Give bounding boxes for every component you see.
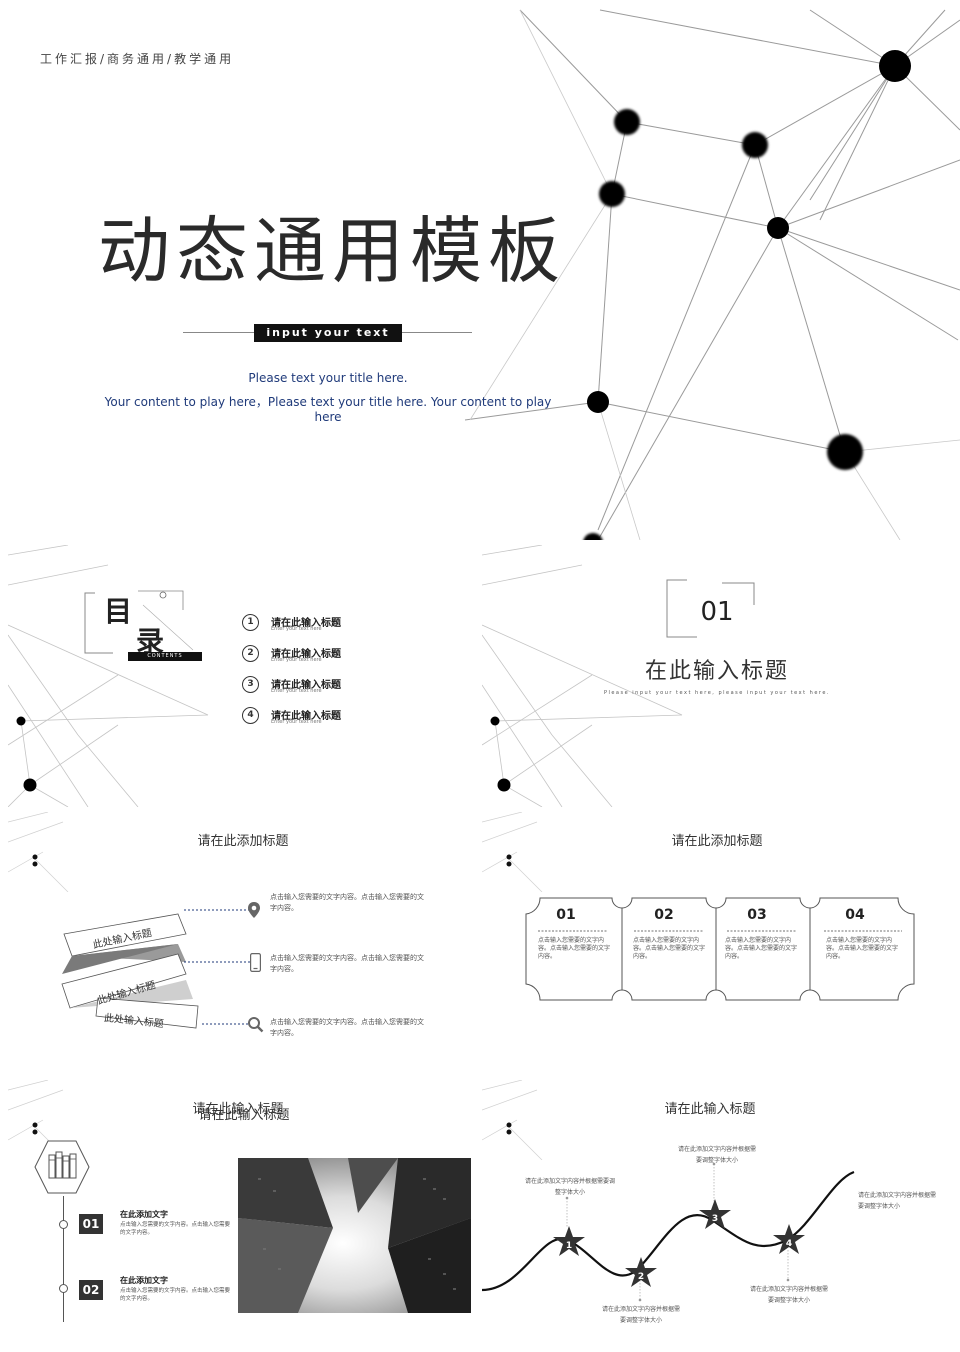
section-slide: 01 在此输入标题 Please input your text here, p… xyxy=(482,545,952,807)
books-hexagon-icon xyxy=(34,1140,90,1194)
search-icon xyxy=(248,1017,264,1033)
divider-right xyxy=(402,332,472,333)
star-1-icon xyxy=(553,1226,585,1256)
toc-number-1: 1 xyxy=(242,614,259,631)
ribbons-slide-title: 请在此添加标题 xyxy=(197,834,289,849)
toc-title-char-1: 目 xyxy=(104,595,133,628)
section-number: 01 xyxy=(700,597,734,627)
wave-slide: 请在此输入标题 1 2 3 xyxy=(482,1080,952,1342)
ribbon-connectors xyxy=(184,909,250,1025)
wave-note-1: 请在此添加文字内容并根据需要调整字体大小 xyxy=(524,1178,615,1196)
toc-label-1: 请在此输入标题 xyxy=(271,618,341,629)
toc-item-4[interactable]: 4 请在此输入标题 Enter your text here xyxy=(242,706,362,728)
toc-label-2: 请在此输入标题 xyxy=(271,649,341,660)
ribbons-slide: 请在此添加标题 此处输入标题 此处输入标题 此处输入标题 点击输入您需要的文字内… xyxy=(8,812,478,1074)
toc-label-4: 请在此输入标题 xyxy=(271,711,341,722)
toc-label-3: 请在此输入标题 xyxy=(271,680,341,691)
card-number-2: 02 xyxy=(654,907,674,923)
ribbons-slide-corner xyxy=(8,812,69,892)
divider-left xyxy=(183,332,255,333)
star-label-4: 4 xyxy=(785,1239,793,1249)
wave-graphic xyxy=(482,1162,855,1302)
cover-title: 动态通用模板 xyxy=(98,209,567,293)
timeline-badge-1: 01 xyxy=(79,1214,103,1234)
toc-number-4: 4 xyxy=(242,707,259,724)
timeline-line xyxy=(63,1196,64,1322)
card-number-1: 01 xyxy=(556,907,576,923)
cards-slide: 请在此添加标题 01 02 03 04 点击输入您需要的文字内容。点击输入您需要… xyxy=(482,812,952,1074)
toc-slide: 目 录 CONTENTS 1 请在此输入标题 Enter your text h… xyxy=(8,545,478,807)
ribbon-item-text-2: 点击输入您需要的文字内容。点击输入您需要的文字内容。 xyxy=(270,954,424,973)
timeline-text-2: 点击输入您需要的文字内容。点击输入您需要的文字内容。 xyxy=(120,1288,231,1302)
star-2-icon xyxy=(625,1257,657,1287)
star-4-icon xyxy=(773,1224,805,1254)
cards-slide-corner xyxy=(482,812,543,892)
cover-subtitle-2: Your content to play here，Please text yo… xyxy=(104,395,552,424)
wave-note-2: 请在此添加文字内容并根据需要调整字体大小 xyxy=(601,1306,680,1324)
timeline-badge-2: 02 xyxy=(79,1280,103,1300)
wave-slide-corner xyxy=(482,1080,543,1160)
photo-slide-title: 请在此输入标题 xyxy=(198,1108,290,1123)
timeline-heading-1: 在此添加文字 xyxy=(120,1210,168,1219)
cards-slide-title: 请在此添加标题 xyxy=(671,834,763,849)
ribbon-graphic xyxy=(61,913,199,1029)
cover-slide: 工作汇报/商务通用/教学通用 动态通用模板 input your text Pl… xyxy=(0,0,960,540)
toc-network-graphic xyxy=(8,545,209,807)
card-number-3: 03 xyxy=(747,907,767,923)
card-text-3: 点击输入您需要的文字内容。点击输入您需要的文字内容。 xyxy=(725,937,798,960)
network-graphic xyxy=(464,9,960,540)
cover-tagline: 工作汇报/商务通用/教学通用 xyxy=(40,52,235,66)
toc-sub-3: Enter your text here xyxy=(271,688,322,694)
location-pin-icon xyxy=(248,902,260,918)
section-network-graphic xyxy=(482,545,755,807)
card-text-1: 点击输入您需要的文字内容。点击输入您需要的文字内容。 xyxy=(538,937,611,960)
star-label-1: 1 xyxy=(565,1241,573,1251)
contents-label: CONTENTS xyxy=(128,652,202,661)
ribbon-item-text-3: 点击输入您需要的文字内容。点击输入您需要的文字内容。 xyxy=(270,1018,424,1037)
wave-note-3: 请在此添加文字内容并根据需要调整字体大小 xyxy=(677,1146,756,1164)
toc-title-frame xyxy=(84,590,194,654)
toc-item-3[interactable]: 3 请在此输入标题 Enter your text here xyxy=(242,675,362,697)
wave-slide-title: 请在此输入标题 xyxy=(664,1102,756,1117)
star-label-3: 3 xyxy=(711,1214,719,1224)
star-label-2: 2 xyxy=(637,1272,645,1282)
ticket-cards-outline xyxy=(525,897,915,1001)
toc-sub-2: Enter your text here xyxy=(271,657,322,663)
section-subtitle: Please input your text here, please inpu… xyxy=(603,690,831,696)
skyscraper-photo xyxy=(238,1158,471,1313)
ribbon-item-text-1: 点击输入您需要的文字内容。点击输入您需要的文字内容。 xyxy=(270,893,424,912)
wave-note-5: 请在此添加文字内容并根据需要调整字体大小 xyxy=(858,1192,937,1210)
card-text-4: 点击输入您需要的文字内容。点击输入您需要的文字内容。 xyxy=(826,937,899,960)
timeline-heading-2: 在此添加文字 xyxy=(120,1276,168,1285)
wave-note-4: 请在此添加文字内容并根据需要调整字体大小 xyxy=(749,1286,828,1304)
input-text-bar: input your text xyxy=(254,324,402,342)
card-text-2: 点击输入您需要的文字内容。点击输入您需要的文字内容。 xyxy=(633,937,706,960)
toc-item-1[interactable]: 1 请在此输入标题 Enter your text here xyxy=(242,613,362,635)
toc-number-2: 2 xyxy=(242,645,259,662)
toc-sub-4: Enter your text here xyxy=(271,719,322,725)
toc-sub-1: Enter your text here xyxy=(271,626,322,632)
photo-slide: 请在此输入标题 请在此输入标题 01 在此添加文字 点击输入您需要的文字内容。点… xyxy=(8,1080,478,1342)
timeline-dot-1 xyxy=(59,1220,68,1229)
toc-number-3: 3 xyxy=(242,676,259,693)
cover-subtitle-1: Please text your title here. xyxy=(248,371,408,385)
photo-slide-title-shadow: 请在此输入标题 xyxy=(192,1102,284,1117)
phone-icon xyxy=(250,953,261,972)
star-3-icon xyxy=(699,1199,731,1229)
toc-item-2[interactable]: 2 请在此输入标题 Enter your text here xyxy=(242,644,362,666)
timeline-text-1: 点击输入您需要的文字内容。点击输入您需要的文字内容。 xyxy=(120,1222,231,1236)
card-number-4: 04 xyxy=(845,907,865,923)
section-title: 在此输入标题 xyxy=(644,659,789,684)
timeline-dot-2 xyxy=(59,1284,68,1293)
